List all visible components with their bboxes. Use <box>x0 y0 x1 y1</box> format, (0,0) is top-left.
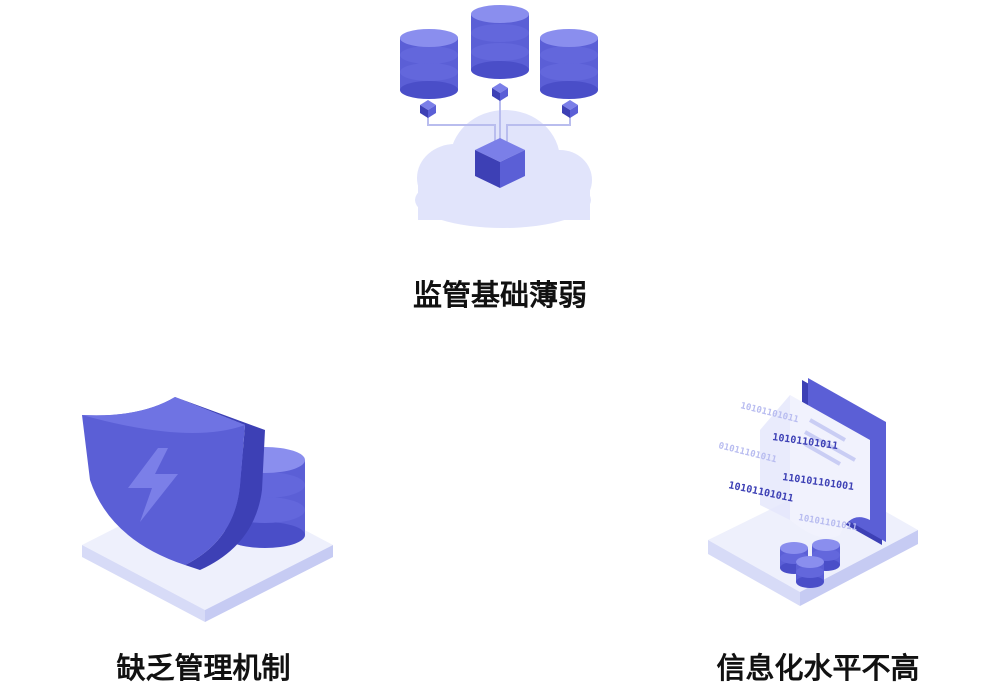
card-weak-foundation: 监管基础薄弱 <box>0 0 1000 330</box>
card-low-informatization: 10101101011 10101101011 01011101011 1101… <box>640 370 1000 699</box>
binary-document-icon: 10101101011 10101101011 01011101011 1101… <box>708 378 918 606</box>
shield-database-icon <box>82 397 333 622</box>
cloud-database-network-icon <box>400 5 598 228</box>
card-lack-management: 缺乏管理机制 <box>0 370 400 699</box>
caption-lack-management: 缺乏管理机制 <box>116 651 291 685</box>
caption-weak-foundation: 监管基础薄弱 <box>412 278 587 312</box>
caption-low-informatization: 信息化水平不高 <box>716 651 920 685</box>
